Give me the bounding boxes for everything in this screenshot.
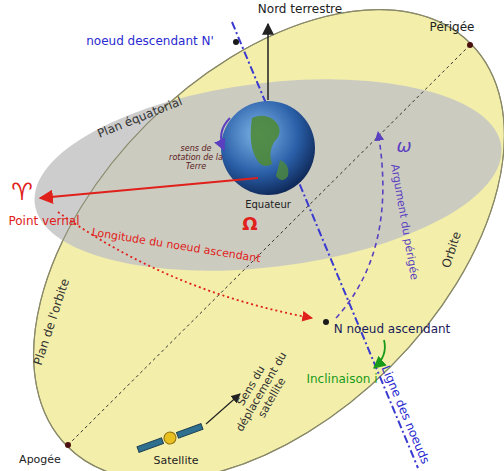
- motion-label: Sens du déplacement du satellite: [222, 341, 301, 442]
- equator-label: Equateur: [245, 199, 291, 210]
- descending-node-point: [233, 39, 239, 45]
- north-axis: [267, 24, 269, 100]
- satellite-icon: [136, 421, 204, 456]
- angle-label: Inclinaison i: [306, 373, 377, 386]
- angle-symbol: Ω: [242, 214, 257, 234]
- earth-land: [251, 116, 280, 166]
- satellite-label: Satellite: [153, 455, 198, 467]
- node-label: N noeud ascendant: [334, 323, 451, 336]
- node-label: noeud descendant N': [86, 35, 214, 48]
- vernal-label: Point vernal: [8, 215, 79, 228]
- point-label: Apogée: [19, 454, 61, 466]
- vernal-arrow: [40, 178, 258, 198]
- line-label: Ligne des noeuds: [378, 364, 431, 466]
- perigee-point: [467, 42, 473, 48]
- axis-label: Nord terrestre: [258, 3, 342, 16]
- angle-symbol: ω: [396, 136, 411, 156]
- equatorial-plane: [24, 55, 504, 295]
- ascending-node-point: [323, 319, 329, 325]
- perigee-argument-arc: [336, 132, 383, 318]
- omega-arc: [58, 212, 312, 318]
- angle-label: Longitude du noeud ascendant: [91, 227, 262, 266]
- apogee-point: [65, 442, 71, 448]
- plane-label: Plan de l'orbite: [32, 277, 72, 367]
- rotation-label: sens de rotation de la Terre: [165, 145, 227, 171]
- earth-land: [276, 160, 288, 180]
- vernal-symbol: ♈: [11, 179, 33, 205]
- plane-label: Plan équatorial: [96, 95, 185, 141]
- orbit-label: Orbite: [440, 230, 464, 270]
- inclination-arc: [374, 340, 385, 368]
- rotation-arrow: [221, 118, 230, 150]
- point-label: Périgée: [430, 21, 475, 34]
- angle-label: Argument du périgée: [388, 163, 420, 281]
- apsis-line: [68, 45, 470, 445]
